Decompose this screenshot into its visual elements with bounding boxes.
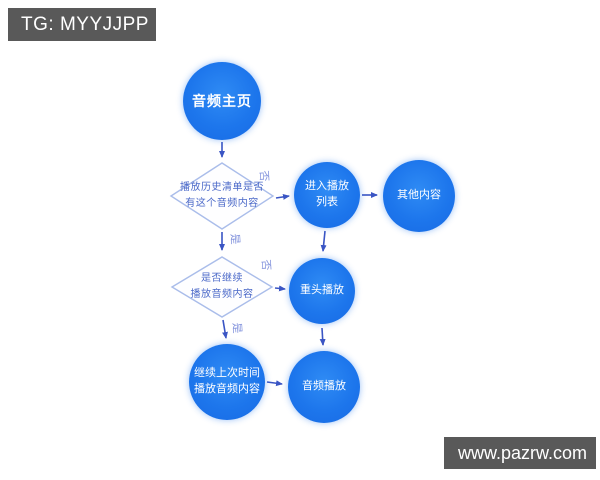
watermark-telegram-banner: TG: MYYJJPP [8,8,156,41]
node-label-line2: 列表 [316,196,338,208]
node-label: 重头播放 [300,284,344,297]
node-audio-play: 音频播放 [288,351,360,423]
node-label: 其他内容 [397,189,441,202]
arrow-replay-to-audio [319,327,326,346]
watermark-website-banner: www.pazrw.com [444,437,596,469]
node-label: 音频播放 [302,380,346,393]
decision-line2: 有这个音频内容 [185,198,259,209]
node-other-content: 其他内容 [383,160,455,232]
decision-history-text: 播放历史清单是否 有这个音频内容 [162,180,282,212]
edge-label-yes-2: 是 [230,322,243,334]
node-label-line2: 播放音频内容 [194,383,260,395]
decision-line2: 播放音频内容 [190,289,254,300]
arrow-decision1-to-enter [275,193,290,200]
node-continue-last-time: 继续上次时间 播放音频内容 [189,344,265,420]
arrow-decision2-to-replay [274,285,286,292]
arrow-decision2-to-continue [222,319,228,339]
node-audio-homepage: 音频主页 [183,62,261,140]
edge-label-no-2: 否 [259,259,272,271]
edge-label-yes-1: 是 [228,233,241,245]
node-label-line1: 进入播放 [305,180,349,193]
decision-line1: 播放历史清单是否 [180,182,264,193]
node-replay-from-start: 重头播放 [289,258,355,324]
decision-continue-text: 是否继续 播放音频内容 [162,271,282,303]
decision-line1: 是否继续 [201,273,243,284]
edge-label-no-1: 否 [257,170,270,182]
watermark-telegram-text: TG: MYYJJPP [21,13,149,35]
watermark-website-text: www.pazrw.com [458,442,588,463]
arrow-enter-to-replay [320,230,327,252]
node-label-line1: 继续上次时间 [194,367,260,380]
arrow-continue-to-audio [266,380,283,387]
node-enter-playlist: 进入播放 列表 [294,162,360,228]
decision-history-diamond [169,162,275,230]
node-label: 音频主页 [192,92,252,109]
decision-continue-diamond [170,256,274,318]
